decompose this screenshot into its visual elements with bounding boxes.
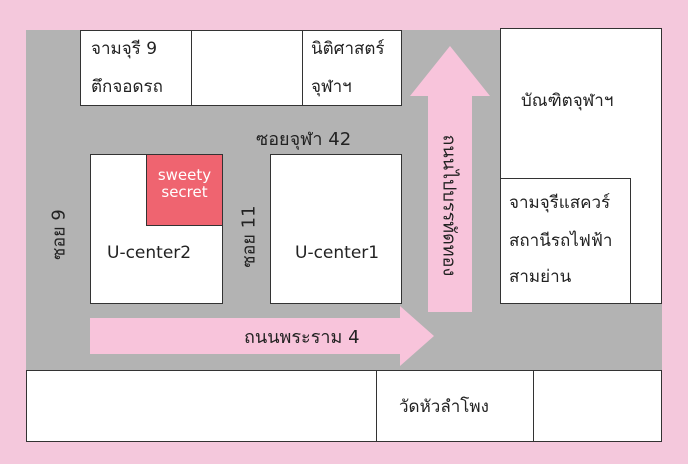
road-label-rama4: ถนนพระราม 4 bbox=[244, 327, 360, 348]
building-ucenter2-label: U-center2 bbox=[107, 243, 192, 263]
building-bottom-right bbox=[533, 370, 662, 442]
building-jamjuree-square-label-line2: สถานีรถไฟฟ้า bbox=[509, 231, 613, 251]
shop-sweety-secret[interactable]: sweety secret bbox=[146, 154, 223, 226]
building-jamjuree-square-label-line1: จามจุรีแสควร์ bbox=[509, 193, 611, 213]
building-jamjuree-square-label-line3: สามย่าน bbox=[509, 267, 572, 287]
building-ucenter1[interactable]: U-center1 bbox=[270, 154, 402, 304]
building-wat-label: วัดหัวลำโพง bbox=[399, 397, 489, 417]
arrow-right-road bbox=[90, 306, 434, 366]
building-jamjuree9[interactable]: จามจุรี 9 ตึกจอดรถ bbox=[80, 30, 192, 106]
arrow-right-shape bbox=[90, 306, 434, 366]
arrow-up-road bbox=[410, 46, 490, 312]
road-label-soi-11: ซอย 11 bbox=[238, 205, 260, 268]
building-unnamed-top bbox=[191, 30, 303, 106]
road-label-soi-chula-42: ซอยจุฬา 42 bbox=[256, 129, 352, 150]
building-jamjuree-square[interactable]: จามจุรีแสควร์ สถานีรถไฟฟ้า สามย่าน bbox=[500, 178, 631, 304]
building-grad-school-label: บัณฑิตจุฬาฯ bbox=[521, 91, 614, 111]
building-nitisart-label-line1: นิติศาสตร์ bbox=[311, 39, 385, 59]
road-label-soi-9: ซอย 9 bbox=[48, 209, 70, 260]
road-label-banthat-thong: ถนนไปบรรทัดทอง bbox=[438, 134, 460, 277]
building-nitisart[interactable]: นิติศาสตร์ จุฬาฯ bbox=[302, 30, 402, 106]
building-ucenter1-label: U-center1 bbox=[295, 243, 380, 263]
shop-sweety-secret-line1: sweety bbox=[157, 166, 212, 184]
building-jamjuree9-label-line2: ตึกจอดรถ bbox=[91, 77, 163, 97]
building-jamjuree9-label-line1: จามจุรี 9 bbox=[91, 39, 158, 59]
arrow-up-shape bbox=[410, 46, 490, 312]
building-nitisart-label-line2: จุฬาฯ bbox=[311, 77, 352, 97]
building-wat-hualamphong[interactable]: วัดหัวลำโพง bbox=[376, 370, 534, 442]
shop-sweety-secret-line2: secret bbox=[161, 183, 208, 201]
building-bottom-left bbox=[26, 370, 378, 442]
